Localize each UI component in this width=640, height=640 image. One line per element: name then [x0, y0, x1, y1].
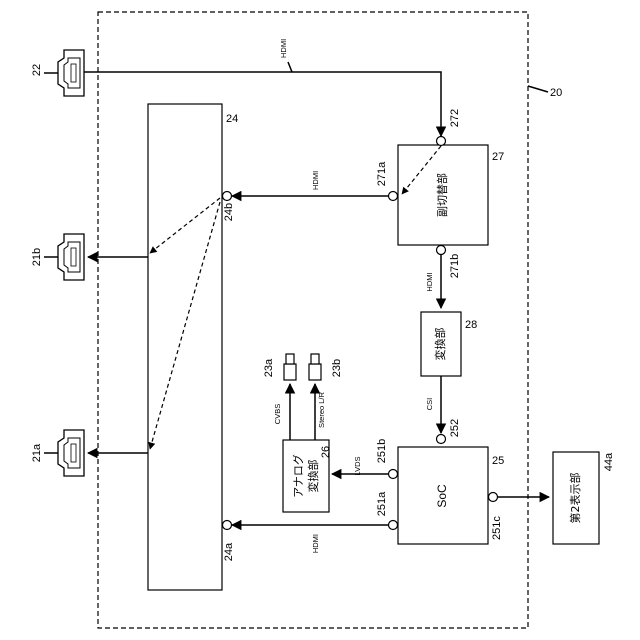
rca-connector-23a-icon: [284, 354, 296, 380]
terminal-271b: [437, 246, 446, 255]
display2-block-label: 第2表示部: [568, 473, 582, 524]
hdmi-top-signal-label: HDMI: [279, 39, 288, 58]
terminal-252-label: 252: [449, 419, 461, 437]
hdmi-271b-signal-label: HDMI: [425, 272, 434, 291]
analog-converter-label-line1: アナログ: [291, 454, 305, 498]
hdmi-top-wire: [84, 72, 441, 136]
display2-ref: 44a: [603, 452, 615, 471]
terminal-271a-label: 271a: [376, 161, 388, 186]
terminal-24b: [223, 192, 232, 201]
terminal-24a-label: 24a: [223, 542, 235, 561]
csi-signal-label: CSI: [425, 398, 434, 411]
soc-block-label: SoC: [435, 484, 449, 508]
terminal-251b-label: 251b: [376, 439, 388, 463]
lvds-signal-label: LVDS: [353, 456, 362, 475]
terminal-272: [437, 137, 446, 146]
cvbs-signal-label: CVBS: [273, 404, 282, 424]
hdmi-in-connector-icon: [58, 50, 84, 96]
device-ref-leader: [528, 86, 548, 92]
terminal-251a-label: 251a: [376, 491, 388, 516]
terminal-251c-label: 251c: [491, 516, 503, 540]
rca-connector-23b-icon: [309, 354, 321, 380]
analog-converter-ref: 26: [320, 446, 332, 458]
switch-ref: 27: [492, 151, 504, 163]
terminal-251c: [489, 493, 498, 502]
hdmi-in-ref: 22: [31, 64, 43, 76]
hdmi-out-b-ref: 21b: [31, 248, 43, 266]
hdmi-out-a-ref: 21a: [31, 443, 43, 462]
panel-block: [148, 104, 222, 590]
soc-ref: 25: [492, 455, 504, 467]
rca-23b-ref: 23b: [331, 359, 343, 377]
terminal-271a: [389, 192, 398, 201]
hdmi-24b-signal-label: HDMI: [311, 171, 320, 190]
converter-ref: 28: [465, 319, 477, 331]
switch-block-label: 副切替部: [435, 173, 449, 217]
device-ref-label: 20: [550, 87, 562, 99]
analog-converter-label-line2: 変換部: [306, 460, 320, 493]
terminal-252: [437, 435, 446, 444]
terminal-251b: [389, 470, 398, 479]
hdmi-out-b-connector-icon: [58, 234, 84, 280]
terminal-271b-label: 271b: [449, 254, 461, 278]
panel-ref-label: 24: [226, 113, 238, 125]
stereo-signal-label: Stereo L/R: [317, 391, 326, 427]
rca-23a-ref: 23a: [263, 358, 275, 377]
hdmi-out-a-connector-icon: [58, 430, 84, 476]
terminal-251a: [389, 521, 398, 530]
terminal-272-label: 272: [449, 109, 461, 127]
terminal-24b-label: 24b: [223, 203, 235, 221]
terminal-24a: [223, 521, 232, 530]
converter-block-label: 変換部: [433, 328, 447, 361]
hdmi-24a-signal-label: HDMI: [311, 534, 320, 553]
